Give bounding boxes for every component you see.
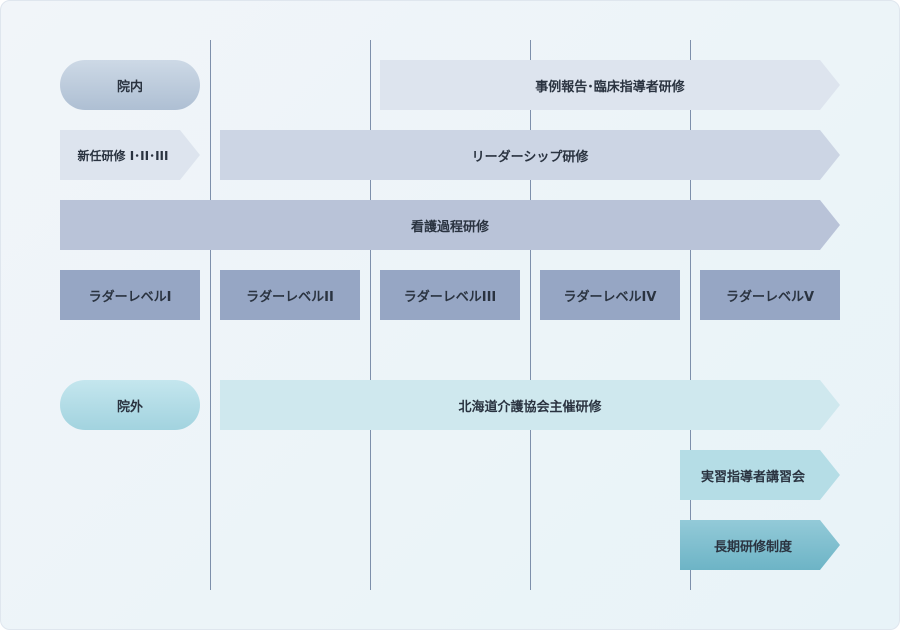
divider-line — [530, 40, 531, 590]
divider-line — [690, 40, 691, 590]
ladder-level-label: ラダーレベルIV — [563, 289, 657, 305]
ladder-level-box: ラダーレベルIV — [540, 270, 680, 320]
case-report-arrow: 事例報告･臨床指導者研修 — [380, 60, 840, 110]
new-staff-arrow: 新任研修 I･II･III — [60, 130, 200, 180]
ladder-level-label: ラダーレベルI — [88, 289, 172, 305]
gaibu-label: 院外 — [116, 399, 143, 415]
leadership-arrow: リーダーシップ研修 — [220, 130, 840, 180]
long-term-arrow: 長期研修制度 — [680, 520, 840, 570]
gaibu-pill: 院外 — [60, 380, 200, 430]
innai-label: 院内 — [116, 79, 143, 95]
practicum-arrow: 実習指導者講習会 — [680, 450, 840, 500]
divider-line — [370, 40, 371, 590]
ladder-level-box: ラダーレベルIII — [380, 270, 520, 320]
ladder-level-box: ラダーレベルII — [220, 270, 360, 320]
ladder-level-label: ラダーレベルIII — [403, 289, 497, 305]
nursing-process-arrow: 看護過程研修 — [60, 200, 840, 250]
hokkaido-label: 北海道介護協会主催研修 — [458, 399, 602, 415]
case-report-label: 事例報告･臨床指導者研修 — [535, 79, 685, 95]
nursing-process-label: 看護過程研修 — [410, 219, 489, 235]
new-staff-label: 新任研修 I･II･III — [77, 148, 169, 163]
leadership-label: リーダーシップ研修 — [471, 149, 589, 165]
practicum-label: 実習指導者講習会 — [700, 469, 805, 485]
ladder-level-box: ラダーレベルV — [700, 270, 840, 320]
ladder-level-label: ラダーレベルII — [246, 289, 334, 305]
divider-line — [210, 40, 211, 590]
hokkaido-arrow: 北海道介護協会主催研修 — [220, 380, 840, 430]
ladder-level-box: ラダーレベルI — [60, 270, 200, 320]
long-term-label: 長期研修制度 — [713, 539, 792, 555]
ladder-level-label: ラダーレベルV — [725, 289, 815, 305]
innai-pill: 院内 — [60, 60, 200, 110]
